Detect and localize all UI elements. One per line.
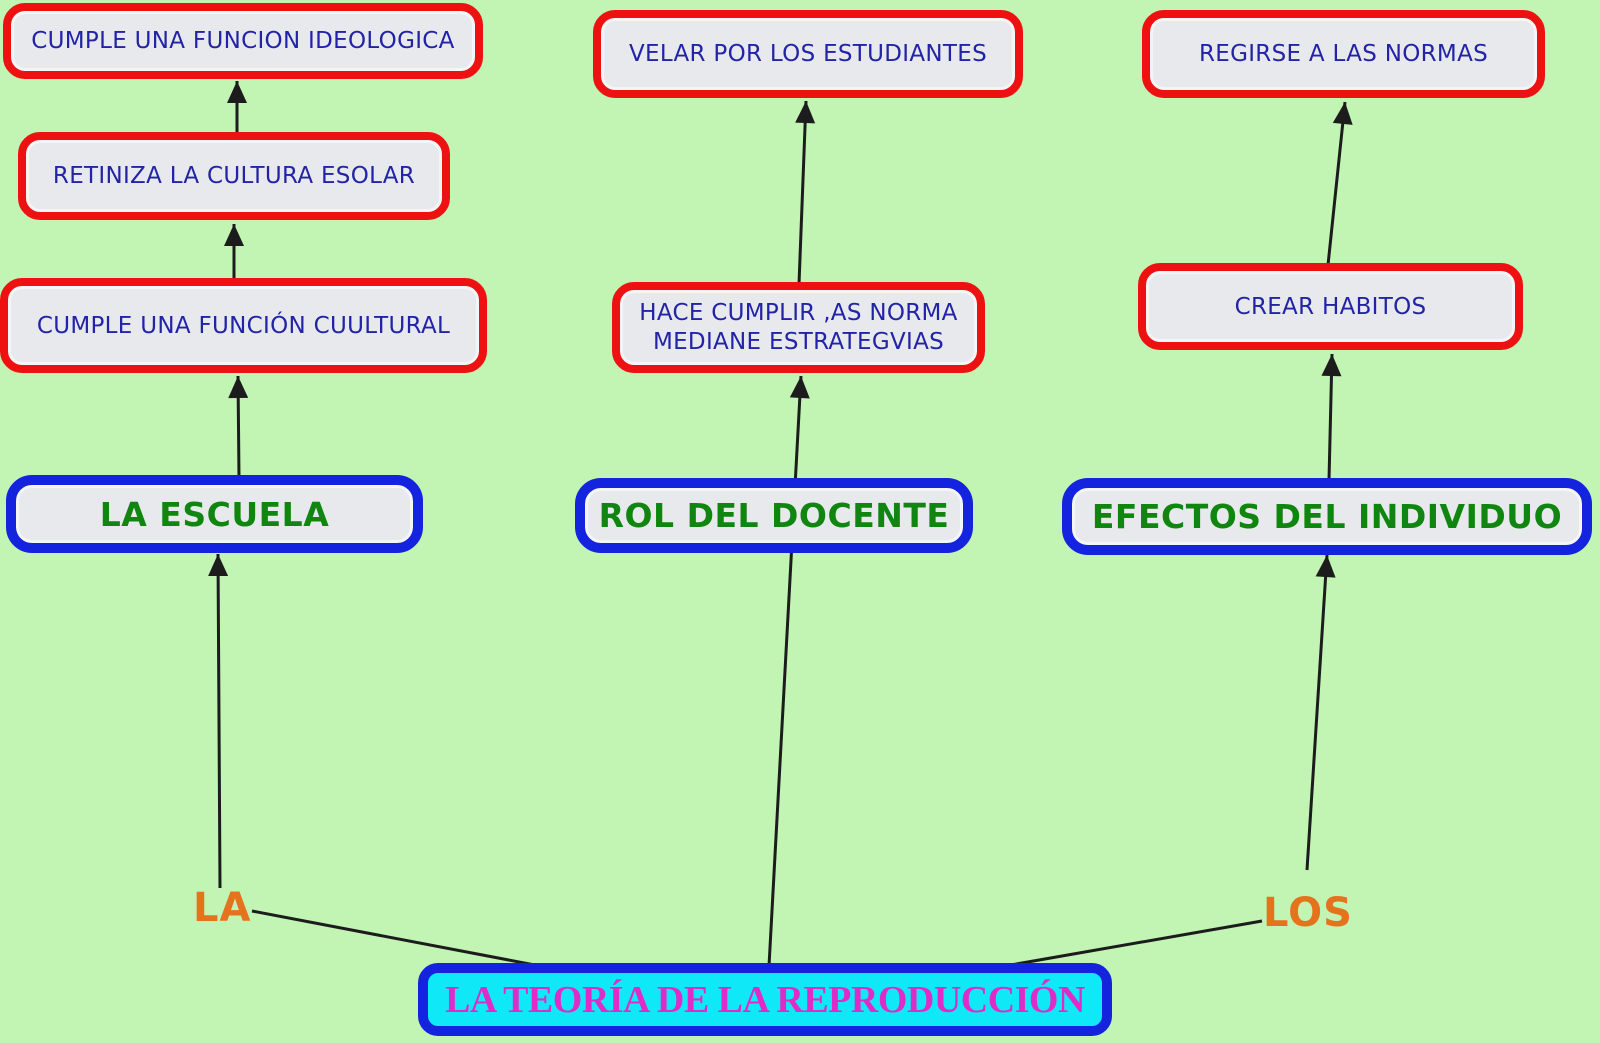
connector-label-la: LA [193,885,252,931]
node-cumple-funcion-ideologica: CUMPLE UNA FUNCION IDEOLOGICA [3,3,483,79]
edge-crear-to-regirse [1326,101,1353,266]
edge-escuela-to-cultural [228,375,249,478]
node-label: REGIRSE A LAS NORMAS [1198,41,1489,67]
node-label-line1: HACE CUMPLIR ,AS NORMA [639,299,958,326]
edge-la-to-escuela [208,553,229,889]
node-hace-cumplir-las-normas: HACE CUMPLIR ,AS NORMA MEDIANE ESTRATEGV… [612,282,985,373]
node-label: EFECTOS DEL INDIVIDUO [1091,497,1563,536]
node-la-escuela: LA ESCUELA [6,475,423,553]
node-label: RETINIZA LA CULTURA ESOLAR [52,163,416,189]
node-efectos-del-individuo: EFECTOS DEL INDIVIDUO [1062,478,1592,555]
edge-hace-to-velar [795,100,816,285]
node-label: CUMPLE UNA FUNCION IDEOLOGICA [31,28,455,54]
node-crear-habitos: CREAR HABITOS [1138,263,1523,350]
edge-teoria-to-los [1004,919,1263,968]
node-retiniza-cultura-esolar: RETINIZA LA CULTURA ESOLAR [18,132,450,220]
node-cumple-funcion-cultural: CUMPLE UNA FUNCIÓN CUULTURAL [0,278,487,373]
edge-teoria-to-la [251,909,541,968]
node-rol-del-docente: ROL DEL DOCENTE [575,478,973,553]
node-label: LA ESCUELA [99,494,330,534]
node-label-line2: MEDIANE ESTRATEGVIAS [652,328,945,355]
node-regirse-a-las-normas: REGIRSE A LAS NORMAS [1142,10,1545,98]
node-label: CREAR HABITOS [1234,293,1427,320]
edge-teoria-to-hace [767,375,810,967]
edge-los-to-efectos [1305,554,1336,871]
node-teoria-de-la-reproduccion: LA TEORÍA DE LA REPRODUCCIÓN [418,963,1112,1036]
node-label: ROL DEL DOCENTE [598,496,950,535]
node-label: VELAR POR LOS ESTUDIANTES [628,41,988,67]
edge-efectos-to-crear [1321,353,1342,481]
connector-label-los: LOS [1263,890,1353,936]
node-label: CUMPLE UNA FUNCIÓN CUULTURAL [36,312,451,339]
node-label: LA TEORÍA DE LA REPRODUCCIÓN [445,978,1085,1021]
node-velar-por-los-estudiantes: VELAR POR LOS ESTUDIANTES [593,10,1023,98]
